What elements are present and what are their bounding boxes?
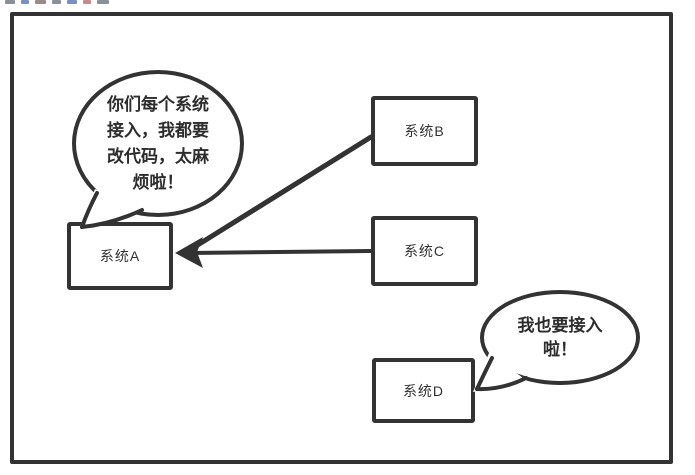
fragment-mark <box>52 0 61 4</box>
speech-bubble-d-text: 我也要接入 啦！ <box>518 314 603 362</box>
bubble-a-line: 改代码，太麻 <box>107 146 209 166</box>
speech-bubble-a: 你们每个系统 接入，我都要 改代码，太麻 烦啦！ <box>72 70 244 217</box>
cropped-text-fragment <box>5 0 109 5</box>
system-c-box: 系统C <box>371 216 478 286</box>
speech-bubble-a-text: 你们每个系统 接入，我都要 改代码，太麻 烦啦！ <box>107 92 209 196</box>
speech-bubble-d: 我也要接入 啦！ <box>480 290 640 385</box>
fragment-mark <box>35 0 46 4</box>
system-d-box: 系统D <box>372 358 475 423</box>
system-a-box: 系统A <box>67 222 173 290</box>
system-c-label: 系统C <box>403 243 446 259</box>
bubble-d-line: 啦！ <box>543 339 577 359</box>
bubble-a-line: 你们每个系统 <box>107 94 209 114</box>
system-d-label: 系统D <box>402 382 445 399</box>
system-b-label: 系统B <box>404 123 445 139</box>
fragment-mark <box>97 0 109 4</box>
bubble-d-line: 我也要接入 <box>517 315 603 335</box>
fragment-mark <box>83 0 91 4</box>
bubble-a-line: 烦啦！ <box>132 172 184 192</box>
fragment-mark <box>21 0 29 4</box>
system-b-box: 系统B <box>371 96 478 166</box>
fragment-mark <box>5 0 15 4</box>
system-a-label: 系统A <box>99 248 141 264</box>
bubble-a-line: 接入，我都要 <box>107 120 209 140</box>
fragment-mark <box>67 0 77 4</box>
